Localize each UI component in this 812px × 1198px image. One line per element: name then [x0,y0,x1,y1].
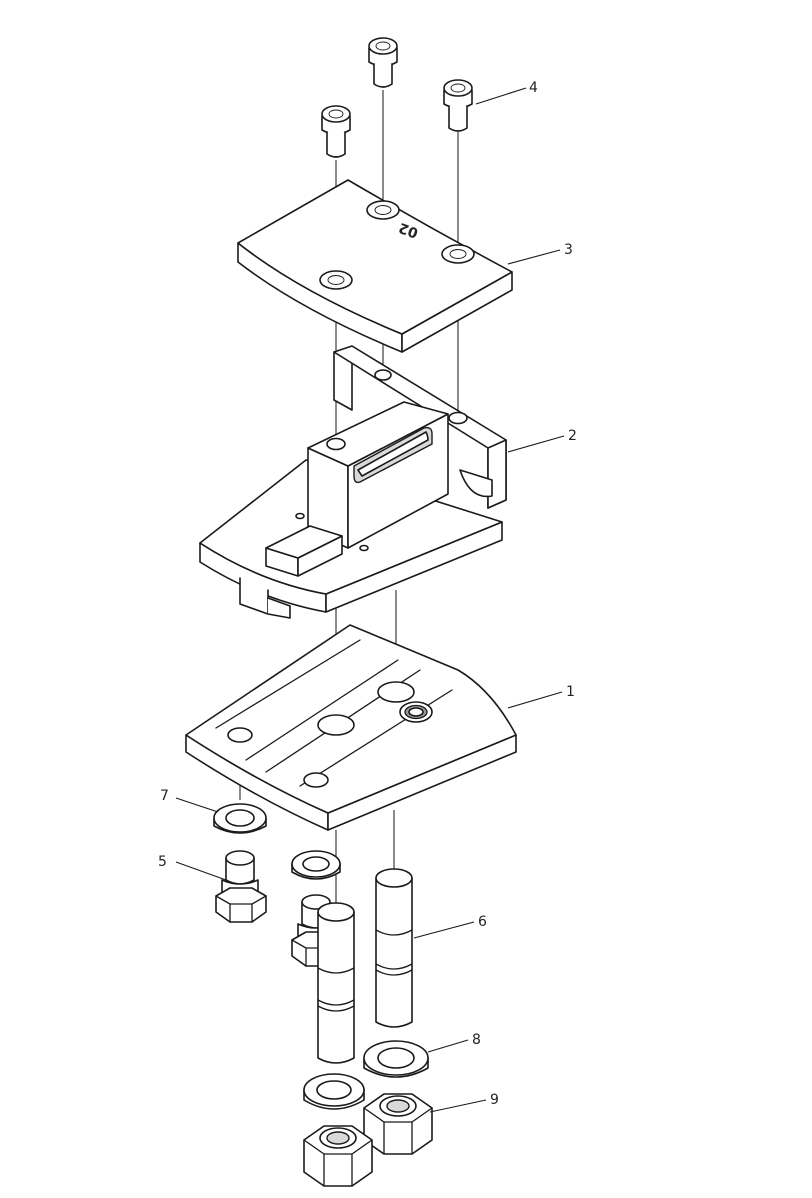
callout-9: 9 [490,1092,499,1108]
base-plate [185,624,517,831]
plate-engraving: 02 [397,219,421,241]
callouts: 4 3 2 1 7 5 6 8 9 [158,80,577,1113]
washer-7 [213,803,267,834]
hex-nut-left [303,1125,373,1187]
threaded-pin-left [317,902,355,1064]
cap-screw-right [443,79,473,132]
callout-5: 5 [158,854,167,870]
hex-nut-right [363,1093,433,1155]
callout-2: 2 [568,428,577,444]
callout-8: 8 [472,1032,481,1048]
washer-lower-left [303,1073,365,1110]
callout-7: 7 [160,788,169,804]
cap-screw-left [321,105,351,158]
threaded-pin-right [375,868,413,1028]
callout-1: 1 [566,684,575,700]
hex-bolt-left [215,850,267,923]
cap-screw-center [368,37,398,88]
callout-4: 4 [529,80,538,96]
callout-6: 6 [478,914,487,930]
clamp-body [199,345,507,619]
washer-upper-middle [291,850,341,880]
callout-3: 3 [564,242,573,258]
washer-8 [363,1040,429,1078]
top-cover-plate: 02 [237,179,513,353]
